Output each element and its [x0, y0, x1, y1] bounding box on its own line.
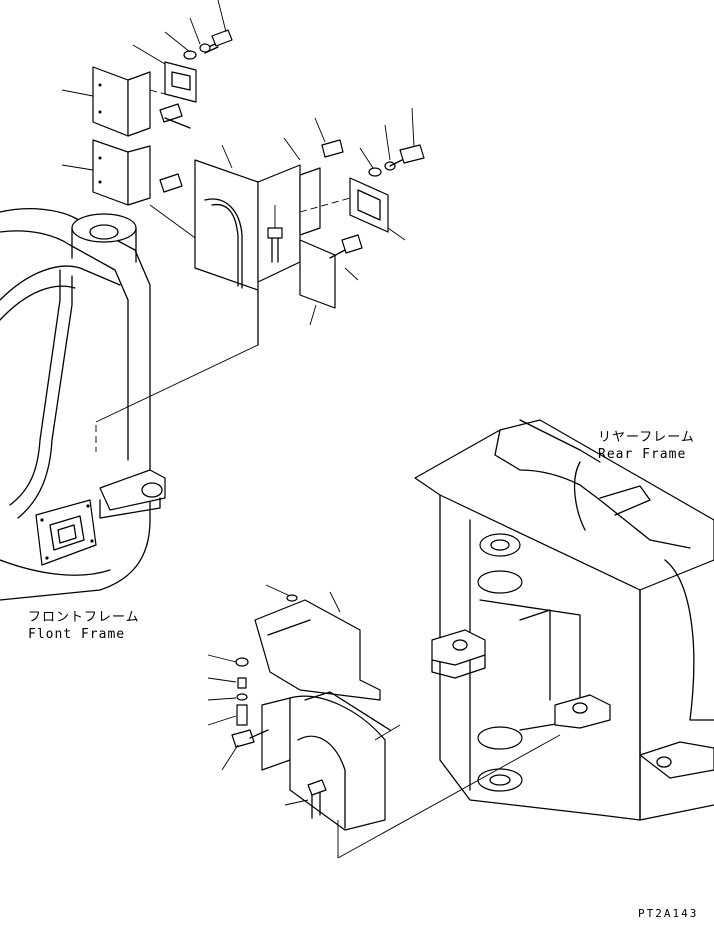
drawing-code: PT2A143	[638, 907, 699, 920]
rear-frame	[337, 419, 714, 859]
front-frame	[0, 208, 259, 601]
front-frame-label-en: Flont Frame	[28, 627, 126, 642]
rear-frame-label-jp: リヤーフレーム	[598, 430, 695, 445]
lower-cover-assembly	[207, 584, 401, 858]
rear-frame-label-en: Rear Frame	[598, 447, 687, 462]
upper-cover-assembly	[61, 0, 425, 346]
front-frame-label-jp: フロントフレーム	[28, 610, 140, 625]
